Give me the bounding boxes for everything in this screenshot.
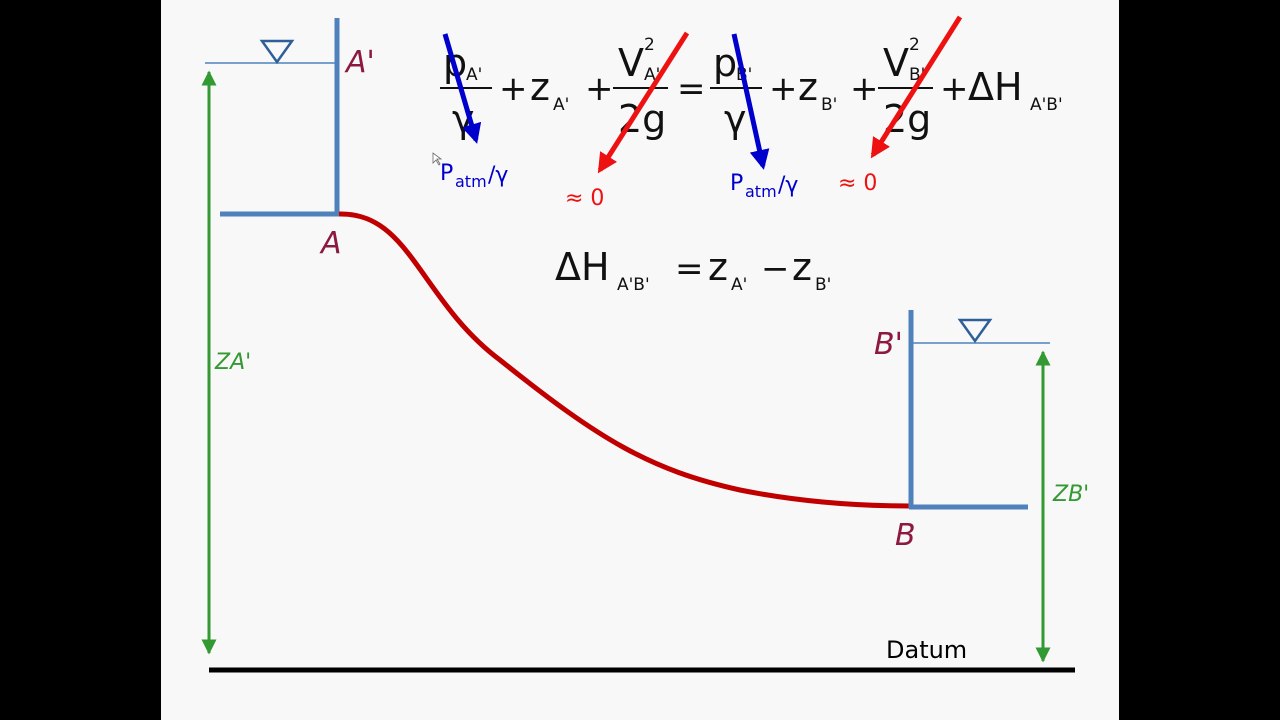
eq-v-b: V <box>883 41 909 85</box>
datum-label: Datum <box>886 636 967 664</box>
hl-z-a-sub: A' <box>731 275 747 295</box>
eq-p-b: p <box>713 41 737 85</box>
point-b-label: B <box>895 518 916 553</box>
hl-z-a: z <box>708 245 728 289</box>
approx-zero-a: ≈ 0 <box>565 186 604 211</box>
point-b-prime-label: B' <box>874 327 903 362</box>
eq-plus-3: + <box>769 69 798 109</box>
eq-plus-5: + <box>940 69 969 109</box>
cursor-icon <box>432 152 443 166</box>
annotation-arrow-pb <box>731 33 770 170</box>
eq-z-a: z <box>530 65 550 109</box>
hl-equals: = <box>675 249 704 289</box>
annotation-arrow-va <box>597 31 690 174</box>
eq-p-a-sub: A' <box>466 65 482 85</box>
annotation-arrow-vb <box>870 15 963 159</box>
pipe <box>338 211 911 509</box>
eq-z-a-sub: A' <box>553 95 569 115</box>
eq-v-a-sq: 2 <box>644 35 655 55</box>
hl-delta-h: ΔH <box>555 245 610 289</box>
p-atm-a-p: P <box>440 161 453 186</box>
p-atm-annotation-a: P atm /γ <box>440 161 508 191</box>
hl-z-b: z <box>792 245 812 289</box>
annotation-arrow-pa <box>442 33 482 144</box>
p-atm-b-gamma: /γ <box>778 173 798 198</box>
eq-delta-h: ΔH <box>968 65 1023 109</box>
p-atm-b-sub: atm <box>745 182 777 201</box>
hl-minus: − <box>761 249 790 289</box>
eq-equals: = <box>677 69 706 109</box>
za-prime-label: ZA' <box>214 350 251 375</box>
slide-background <box>161 0 1119 720</box>
p-atm-a-gamma: /γ <box>488 163 508 188</box>
hl-z-b-sub: B' <box>815 275 831 295</box>
p-atm-b-p: P <box>730 171 743 196</box>
point-a-prime-label: A' <box>344 45 375 80</box>
hl-delta-h-sub: A'B' <box>617 275 650 295</box>
eq-plus-4: + <box>850 69 879 109</box>
eq-plus-1: + <box>499 69 528 109</box>
eq-plus-2: + <box>585 69 614 109</box>
eq-z-b: z <box>798 65 818 109</box>
eq-z-b-sub: B' <box>821 95 837 115</box>
water-surface-triangle-icon <box>259 39 295 65</box>
eq-gamma-b: γ <box>724 97 747 141</box>
approx-zero-b: ≈ 0 <box>838 171 877 196</box>
p-atm-annotation-b: P atm /γ <box>730 171 798 201</box>
p-atm-a-sub: atm <box>455 172 487 191</box>
bernoulli-equation: p A' γ + z A' + V 2 A' 2g = p B' γ + z B… <box>440 35 1063 141</box>
head-loss-equation: ΔH A'B' = z A' − z B' <box>555 245 831 295</box>
water-surface-triangle-icon <box>957 318 993 344</box>
point-a-label: A <box>319 226 342 261</box>
eq-delta-h-sub: A'B' <box>1030 95 1063 115</box>
eq-v-a: V <box>618 41 644 85</box>
eq-v-b-sq: 2 <box>909 35 920 55</box>
zb-prime-label: ZB' <box>1052 482 1089 507</box>
